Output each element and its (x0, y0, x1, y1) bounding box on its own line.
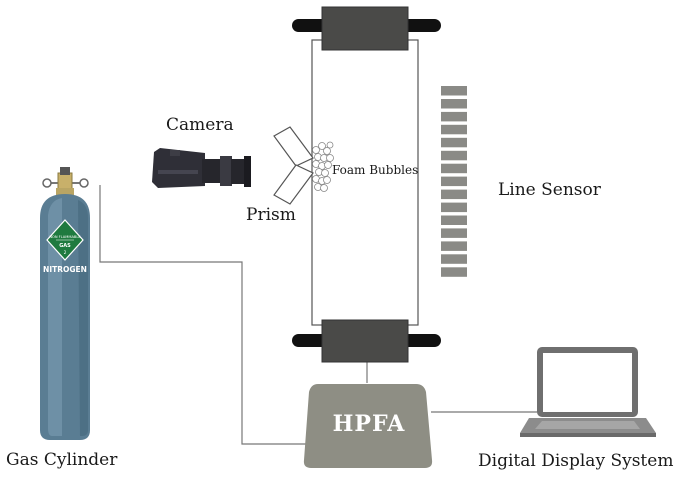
line-sensor-segment (441, 163, 467, 174)
gas-cylinder (40, 167, 90, 440)
line-sensor-label: Line Sensor (498, 180, 601, 200)
line-sensor-segment (441, 241, 467, 251)
hpfa-unit (303, 384, 433, 468)
line-sensor-segment (441, 99, 467, 109)
foam-bubbles-label: Foam Bubbles (332, 163, 419, 177)
bottom-clamp (321, 319, 409, 363)
foam-bubbles (312, 141, 334, 192)
line-sensor-segment (441, 267, 467, 277)
prism (273, 126, 314, 205)
cylinder-diamond-top: NON FLAMMABLE (49, 235, 81, 239)
gas-cylinder-label: Gas Cylinder (6, 450, 118, 470)
line-sensor-segment (441, 228, 467, 238)
cylinder-diamond-gas: GAS (59, 243, 71, 249)
line-sensor-segment (441, 124, 467, 135)
hpfa-label: HPFA (332, 411, 406, 437)
line-sensor-segment (441, 215, 467, 225)
foam-column (292, 6, 441, 363)
line-sensor (441, 86, 467, 277)
camera-label: Camera (166, 115, 234, 135)
laptop-icon (520, 347, 656, 437)
line-sensor-segment (441, 176, 467, 187)
line-sensor-segment (441, 150, 467, 161)
gas-line (99, 185, 306, 445)
valve-knob-right (79, 178, 89, 188)
prism-label: Prism (246, 205, 296, 225)
cylinder-body-label: NITROGEN (43, 265, 87, 274)
valve-knob-left (42, 178, 52, 188)
line-sensor-segment (441, 137, 467, 148)
line-sensor-segment (441, 202, 467, 213)
connection-lines (99, 185, 537, 445)
cylinder-diamond-num: 2 (64, 250, 67, 256)
top-clamp (321, 6, 409, 51)
line-sensor-segment (441, 111, 467, 122)
camera (152, 148, 251, 188)
line-sensor-segment (441, 86, 467, 96)
line-sensor-segment (441, 254, 467, 264)
digital-display-label: Digital Display System (478, 451, 674, 471)
line-sensor-segment (441, 189, 467, 200)
